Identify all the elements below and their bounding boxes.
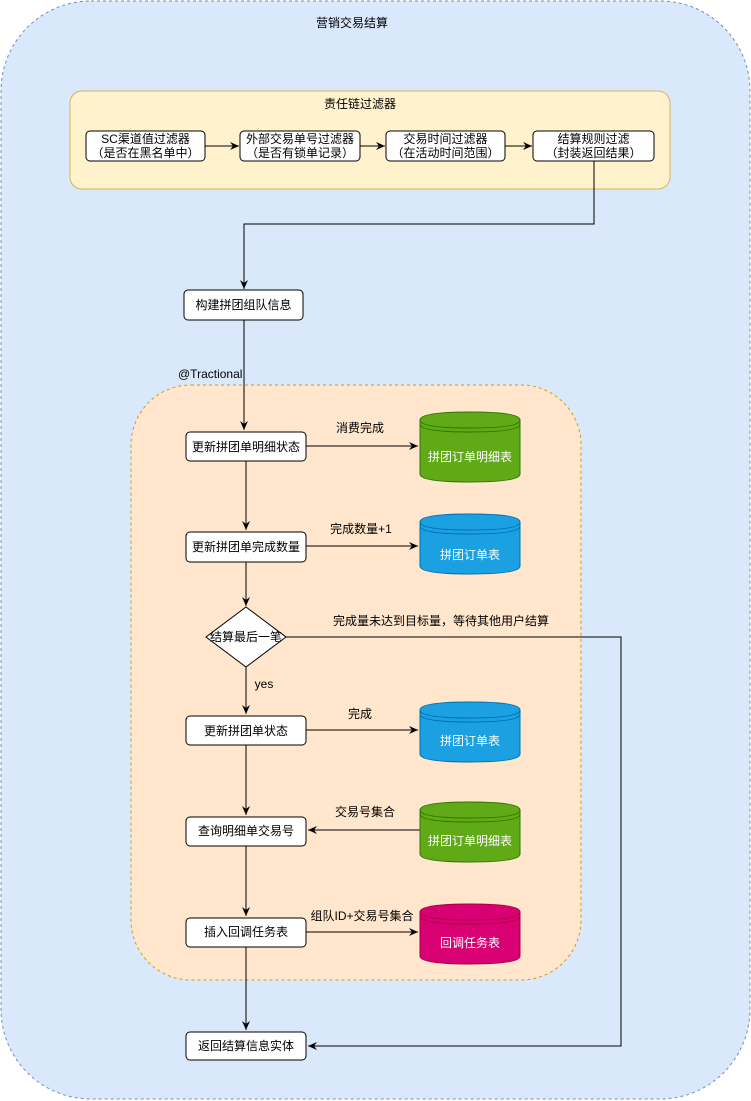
db-order-1[interactable]: 拼团订单表 [419, 513, 521, 575]
filter-external-trade-no-line2: （是否有锁单记录） [246, 145, 354, 160]
step-return-result[interactable]: 返回结算信息实体 [185, 1031, 307, 1061]
step-insert-callback-label: 插入回调任务表 [204, 924, 288, 939]
filter-chain-title: 责任链过滤器 [324, 96, 396, 111]
db-order-detail-1-label: 拼团订单明细表 [428, 450, 512, 464]
db-callback-task-label: 回调任务表 [440, 935, 500, 950]
transaction-annotation: @Tractional [178, 367, 242, 381]
step-update-detail-status-label: 更新拼团单明细状态 [192, 439, 300, 454]
step-update-complete-count[interactable]: 更新拼团单完成数量 [185, 531, 307, 563]
step-update-complete-count-label: 更新拼团单完成数量 [192, 539, 300, 554]
filter-settle-rule-line2: （封装返回结果） [545, 146, 641, 160]
decision-last-settle[interactable]: 结算最后一笔 [205, 606, 287, 668]
filter-chain-container: 责任链过滤器 [69, 90, 671, 190]
db-order-2[interactable]: 拼团订单表 [419, 701, 521, 763]
db-order-detail-2-label: 拼团订单明细表 [428, 834, 512, 848]
outer-container-title: 营销交易结算 [316, 15, 388, 30]
decision-last-settle-label: 结算最后一笔 [210, 629, 282, 644]
filter-sc-channel[interactable]: SC渠道值过滤器 （是否在黑名单中） [85, 130, 206, 162]
edge-label-complete: 完成 [348, 706, 372, 721]
db-order-1-label: 拼团订单表 [440, 548, 500, 562]
edge-label-group-trade-set: 组队ID+交易号集合 [310, 908, 413, 923]
step-query-trade-no-label: 查询明细单交易号 [198, 823, 294, 838]
filter-trade-time[interactable]: 交易时间过滤器 （在活动时间范围） [385, 130, 506, 162]
edge-label-not-reached: 完成量未达到目标量，等待其他用户结算 [333, 613, 549, 628]
step-build-group-label: 构建拼团组队信息 [195, 297, 291, 312]
step-update-detail-status[interactable]: 更新拼团单明细状态 [185, 431, 307, 462]
filter-trade-time-line1: 交易时间过滤器 [403, 131, 487, 146]
db-order-detail-2[interactable]: 拼团订单明细表 [419, 801, 521, 863]
filter-sc-channel-line2: （是否在黑名单中） [91, 145, 199, 160]
step-update-order-status[interactable]: 更新拼团单状态 [185, 715, 307, 746]
filter-settle-rule-line1: 结算规则过滤 [557, 131, 629, 146]
step-query-trade-no[interactable]: 查询明细单交易号 [185, 816, 307, 847]
edge-label-consume-complete: 消费完成 [336, 420, 384, 435]
filter-trade-time-line2: （在活动时间范围） [391, 146, 499, 160]
edge-label-yes: yes [255, 677, 274, 691]
filter-settle-rule[interactable]: 结算规则过滤 （封装返回结果） [532, 130, 655, 162]
step-build-group[interactable]: 构建拼团组队信息 [183, 289, 304, 321]
filter-chain-arrows [205, 142, 595, 289]
filter-external-trade-no[interactable]: 外部交易单号过滤器 （是否有锁单记录） [239, 130, 361, 162]
step-insert-callback[interactable]: 插入回调任务表 [185, 917, 307, 948]
step-update-order-status-label: 更新拼团单状态 [204, 723, 288, 738]
edge-label-complete-count-plus: 完成数量+1 [330, 521, 392, 536]
step-return-result-label: 返回结算信息实体 [198, 1038, 294, 1053]
edge-decision-to-return [286, 636, 622, 1050]
edge-label-trade-no-set: 交易号集合 [335, 804, 395, 819]
db-callback-task[interactable]: 回调任务表 [419, 903, 521, 965]
db-order-detail-1[interactable]: 拼团订单明细表 [419, 411, 521, 483]
filter-sc-channel-line1: SC渠道值过滤器 [101, 131, 190, 146]
filter-external-trade-no-line1: 外部交易单号过滤器 [246, 131, 354, 146]
db-order-2-label: 拼团订单表 [440, 734, 500, 748]
